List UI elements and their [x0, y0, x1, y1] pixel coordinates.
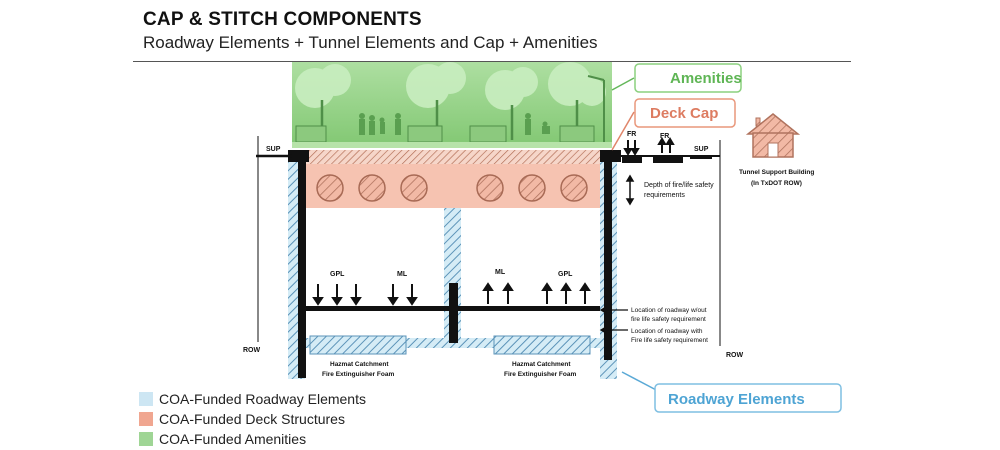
legend-item-deck: COA-Funded Deck Structures: [139, 409, 366, 429]
hazmat-left-line2: Fire Extinguisher Foam: [322, 371, 394, 378]
depth-label-line2: requirements: [644, 192, 685, 199]
legend-label-deck: COA-Funded Deck Structures: [159, 411, 345, 427]
building-icon: [745, 113, 801, 158]
lane-arrows-down-left: [312, 284, 418, 306]
depth-dimension-arrow: [625, 174, 635, 206]
hazmat-right-line2: Fire Extinguisher Foam: [504, 371, 576, 378]
location-with-line2: Fire life safety requirement: [631, 337, 708, 344]
depth-label-line1: Depth of fire/life safety: [644, 182, 714, 189]
row-right-label: ROW: [726, 352, 744, 359]
legend-item-amenities: COA-Funded Amenities: [139, 429, 366, 449]
amenities-callout: Amenities: [670, 70, 742, 87]
location-without-line1: Location of roadway w/out: [631, 307, 707, 314]
location-with-line1: Location of roadway with: [631, 328, 703, 335]
row-left-label: ROW: [243, 347, 261, 354]
legend-swatch-deck: [139, 412, 153, 426]
deck-cap-callout-box: [634, 98, 736, 128]
deck-cap-leader: [611, 111, 635, 151]
hazmat-right-line1: Hazmat Catchment: [512, 361, 571, 368]
building-label-line2: (In TxDOT ROW): [751, 180, 802, 187]
title-divider: [133, 61, 851, 62]
gpl-left-label: GPL: [330, 271, 345, 278]
lane-arrows-up-right: [482, 282, 591, 304]
diagram-subtitle: Roadway Elements + Tunnel Elements and C…: [143, 33, 598, 52]
roadway-elements-callout: Roadway Elements: [668, 391, 805, 408]
park-amenities-illustration: [292, 62, 612, 148]
gpl-right-label: GPL: [558, 271, 573, 278]
amenities-leader: [611, 77, 635, 91]
sup-right-label: SUP: [694, 146, 709, 153]
roadway-callout-box: [654, 383, 842, 413]
building-label-line1: Tunnel Support Building: [739, 169, 814, 176]
legend-swatch-amenities: [139, 432, 153, 446]
roadway-leader: [621, 371, 661, 393]
hazmat-left-line1: Hazmat Catchment: [330, 361, 389, 368]
ml-left-label: ML: [397, 271, 408, 278]
frontage-road-arrows: [623, 137, 675, 156]
ml-right-label: ML: [495, 269, 506, 276]
roadway-location-leaders: [599, 305, 628, 335]
tunnel-structure: [288, 150, 621, 379]
fr-label-1: FR: [627, 131, 636, 138]
location-without-line2: fire life safety requirement: [631, 316, 706, 323]
legend-label-amenities: COA-Funded Amenities: [159, 431, 307, 447]
legend: COA-Funded Roadway Elements COA-Funded D…: [139, 389, 366, 449]
legend-item-roadway: COA-Funded Roadway Elements: [139, 389, 366, 409]
legend-swatch-roadway: [139, 392, 153, 406]
deck-cap-structure: [300, 150, 606, 208]
fr-label-2: FR: [660, 133, 669, 140]
deck-cap-callout: Deck Cap: [650, 105, 718, 122]
legend-label-roadway: COA-Funded Roadway Elements: [159, 391, 366, 407]
surface-lines: [256, 136, 721, 346]
diagram-title: CAP & STITCH COMPONENTS: [143, 9, 422, 30]
amenities-callout-box: [634, 63, 742, 93]
sup-left-label: SUP: [266, 146, 281, 153]
